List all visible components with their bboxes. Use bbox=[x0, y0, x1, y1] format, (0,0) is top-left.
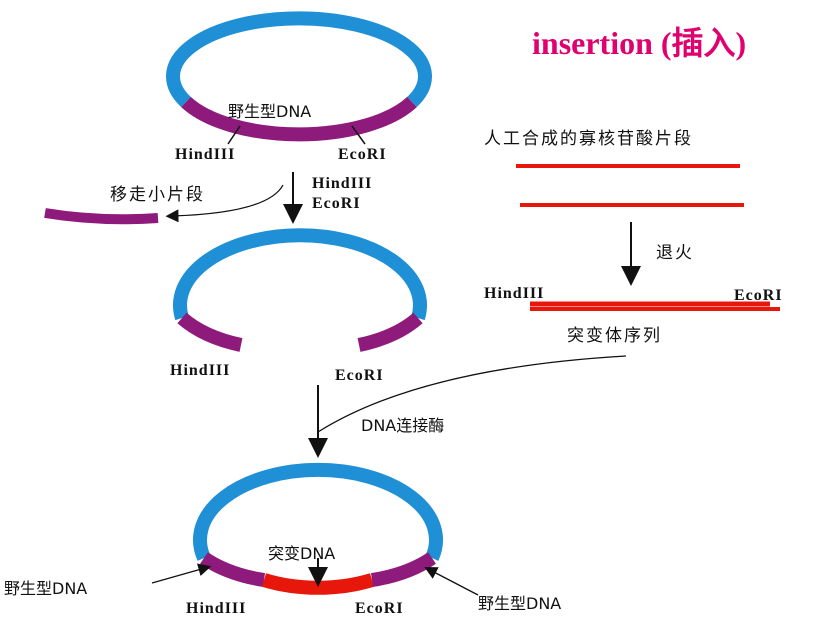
plasmid-2-backbone bbox=[173, 228, 427, 321]
mutant-dna-label: 突变DNA bbox=[268, 544, 336, 563]
wild-type-dna-label-right: 野生型DNA bbox=[478, 594, 562, 613]
plasmid-2 bbox=[173, 228, 427, 352]
hindiii-label-annealed: HindIII bbox=[484, 285, 545, 302]
wild-right-pointer bbox=[424, 566, 479, 596]
ecori-label-2: EcoRI bbox=[335, 367, 384, 384]
plasmid-1-insert-region bbox=[181, 96, 417, 142]
insert-curve bbox=[317, 355, 627, 433]
slide-title: insertion (插入) bbox=[532, 25, 747, 61]
annealing-label: 退火 bbox=[656, 243, 694, 263]
removed-fragment bbox=[44, 208, 159, 225]
ecori-label-annealed: EcoRI bbox=[734, 287, 783, 304]
plasmid-1-backbone bbox=[166, 11, 432, 108]
mutant-sequence-label: 突变体序列 bbox=[567, 326, 662, 346]
remove-arrow bbox=[165, 184, 284, 223]
hindiii-label-1: HindIII bbox=[175, 146, 236, 163]
enzyme-hindiii-label: HindIII bbox=[312, 175, 373, 192]
plasmid-3-wild-left bbox=[200, 552, 266, 587]
plasmid-3-wild-right bbox=[370, 552, 436, 587]
plasmid-3-mutant-insert bbox=[261, 573, 375, 595]
synthetic-oligo-label: 人工合成的寡核苷酸片段 bbox=[484, 129, 693, 149]
plasmid-1 bbox=[166, 11, 432, 145]
hindiii-label-3: HindIII bbox=[186, 600, 247, 617]
ecori-label-1: EcoRI bbox=[338, 146, 387, 163]
dna-ligase-label: DNA连接酶 bbox=[361, 416, 445, 435]
plasmid-2-ecori-end bbox=[357, 312, 423, 352]
enzyme-ecori-label: EcoRI bbox=[312, 195, 361, 212]
hindiii-label-2: HindIII bbox=[170, 362, 231, 379]
wild-type-dna-label-1: 野生型DNA bbox=[228, 102, 312, 121]
remove-fragment-label: 移走小片段 bbox=[110, 185, 205, 205]
plasmid-2-hindiii-end bbox=[177, 312, 243, 352]
ecori-pointer-1 bbox=[351, 125, 366, 145]
ecori-label-3: EcoRI bbox=[355, 600, 404, 617]
plasmid-3 bbox=[151, 462, 479, 596]
plasmid-3-backbone bbox=[193, 462, 443, 561]
hindiii-pointer-1 bbox=[227, 125, 241, 145]
wild-type-dna-label-left: 野生型DNA bbox=[4, 579, 88, 598]
wild-left-pointer bbox=[151, 563, 212, 584]
